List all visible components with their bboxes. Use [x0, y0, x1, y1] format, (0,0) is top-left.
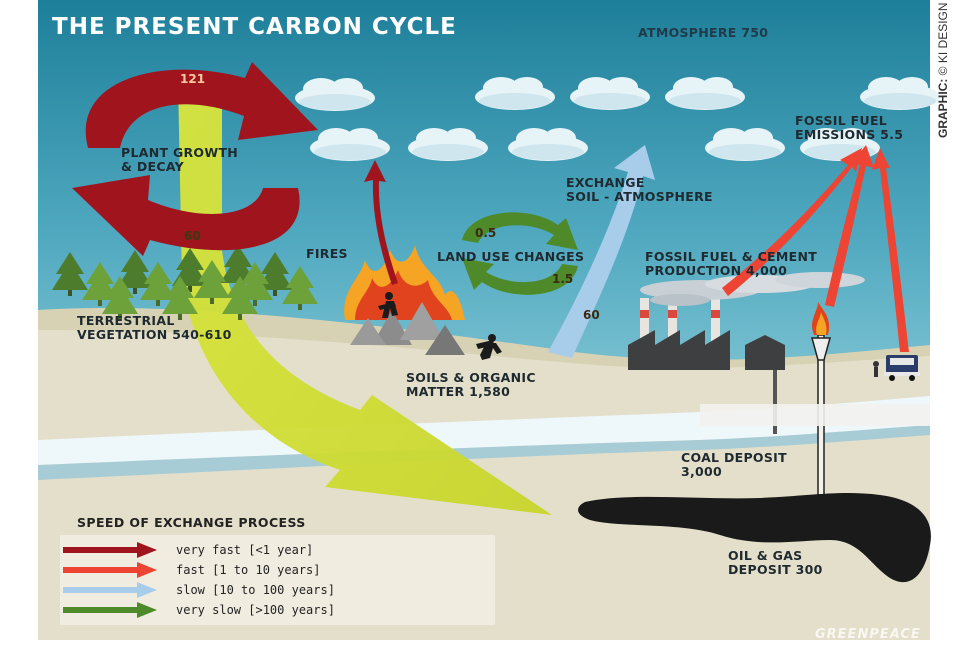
- legend-item-label: very slow [>100 years]: [176, 603, 335, 617]
- graphic-credit: GRAPHIC: © KI DESIGN: [936, 2, 950, 138]
- coal-label: COAL DEPOSIT 3,000: [681, 451, 787, 479]
- exchange-label-line2: SOIL - ATMOSPHERE: [566, 189, 713, 204]
- fossil-emission-arrows: [722, 145, 909, 352]
- legend-item-label: very fast [<1 year]: [176, 543, 314, 557]
- fossil-production-label-line2: PRODUCTION 4,000: [645, 263, 788, 278]
- fires-arrow: [364, 160, 398, 285]
- legend-item: slow [10 to 100 years]: [63, 581, 335, 599]
- greenpeace-watermark: GREENPEACE: [815, 627, 921, 642]
- legend-item-label: slow [10 to 100 years]: [176, 583, 335, 597]
- plant-growth-cycle-arrows: [72, 62, 318, 256]
- soils-label-line1: SOILS & ORGANIC: [406, 370, 536, 385]
- fossil-production-label: FOSSIL FUEL & CEMENT PRODUCTION 4,000: [645, 250, 817, 278]
- fossil-emissions-label-line2: EMISSIONS 5.5: [795, 127, 904, 142]
- fossil-emissions-label-line1: FOSSIL FUEL: [795, 113, 888, 128]
- legend-item: very slow [>100 years]: [63, 601, 335, 619]
- atmosphere-label: ATMOSPHERE 750: [638, 25, 769, 40]
- oil-gas-deposit: [578, 493, 931, 583]
- flow-value-land-use-a: 0.5: [475, 226, 497, 240]
- forest-fire: [344, 245, 502, 360]
- oil-gas-label-line2: DEPOSIT 300: [728, 562, 823, 577]
- legend-title: SPEED OF EXCHANGE PROCESS: [77, 515, 306, 530]
- flow-value-land-use-b: 1.5: [552, 272, 574, 286]
- vegetation-label-line2: VEGETATION 540-610: [77, 327, 232, 342]
- yellow-flow-arrow: [178, 80, 552, 515]
- exchange-soil-atmosphere-arrow: [548, 145, 655, 358]
- soils-label: SOILS & ORGANIC MATTER 1,580: [406, 371, 536, 399]
- legend-arrow-icon: [63, 602, 157, 618]
- flow-value-plant-release: 60: [184, 229, 201, 243]
- fossil-emissions-label: FOSSIL FUEL EMISSIONS 5.5: [795, 114, 903, 142]
- legend-arrow-icon: [63, 562, 157, 578]
- water-stream-edge: [38, 425, 930, 480]
- soils-label-line2: MATTER 1,580: [406, 384, 511, 399]
- fires-label: FIRES: [306, 246, 348, 261]
- vehicle: [873, 355, 920, 381]
- plant-growth-label: PLANT GROWTH & DECAY: [121, 146, 238, 174]
- legend-item-label: fast [1 to 10 years]: [176, 563, 321, 577]
- coal-label-line2: 3,000: [681, 464, 723, 479]
- legend-item: very fast [<1 year]: [63, 541, 313, 559]
- exchange-label-line1: EXCHANGE: [566, 175, 645, 190]
- diagram-title: THE PRESENT CARBON CYCLE: [52, 14, 457, 40]
- vegetation-label: TERRESTRIAL VEGETATION 540-610: [77, 314, 232, 342]
- land-use-label: LAND USE CHANGES: [437, 249, 585, 264]
- vegetation-label-line1: TERRESTRIAL: [77, 313, 175, 328]
- legend-arrow-icon: [63, 582, 157, 598]
- credit-prefix: GRAPHIC:: [936, 78, 950, 138]
- fossil-production-label-line1: FOSSIL FUEL & CEMENT: [645, 249, 818, 264]
- plant-growth-label-line1: PLANT GROWTH: [121, 145, 239, 160]
- land-use-cycle-arrows: [462, 212, 578, 295]
- exchange-label: EXCHANGE SOIL - ATMOSPHERE: [566, 176, 713, 204]
- coal-seam: [700, 404, 930, 426]
- oil-gas-label: OIL & GAS DEPOSIT 300: [728, 549, 823, 577]
- oil-gas-label-line1: OIL & GAS: [728, 548, 803, 563]
- flow-value-plant-uptake: 121: [180, 72, 206, 86]
- flow-value-exchange: 60: [583, 308, 600, 322]
- credit-text: © KI DESIGN: [936, 2, 950, 76]
- coal-label-line1: COAL DEPOSIT: [681, 450, 787, 465]
- legend-item: fast [1 to 10 years]: [63, 561, 321, 579]
- plant-growth-label-line2: & DECAY: [121, 159, 184, 174]
- legend-arrow-icon: [63, 542, 157, 558]
